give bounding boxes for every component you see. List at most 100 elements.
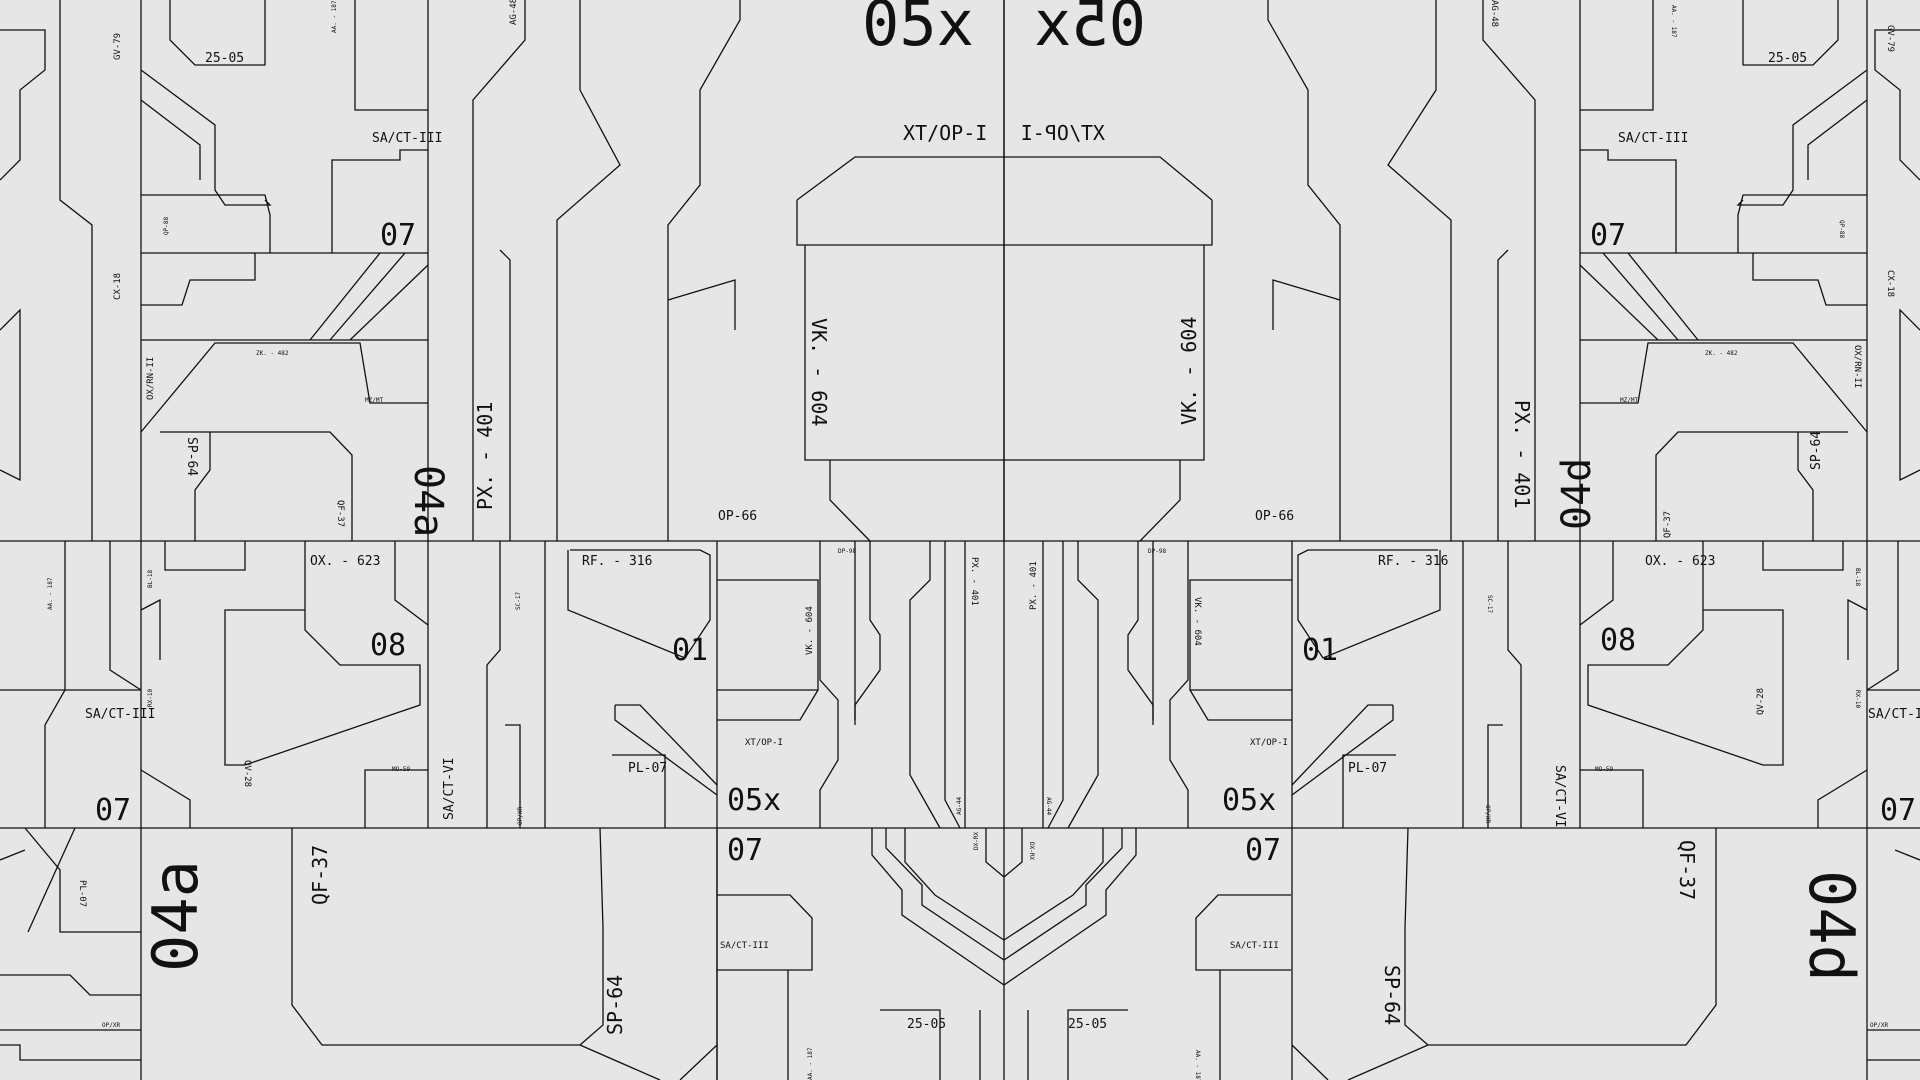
label-oxrn-right: OX/RN-II [1852,345,1862,388]
panel-top-left-strip [0,0,93,541]
label-pl07-bottom-left: PL-07 [77,880,87,907]
label-aa187-top-left: AA. - 187 [331,0,338,33]
label-qv28-right: QV-28 [1756,688,1766,715]
label-gv79-right: GV-79 [1885,25,1895,52]
label-sact3-top-left: SA/CT-III [372,131,442,146]
label-qf37-top-left: QF-37 [335,500,345,527]
label-opxr-middle-right: OP/XR [1484,805,1491,823]
label-cx18-left: CX-18 [113,273,123,300]
label-zk482-right: ZK. - 482 [1705,350,1738,357]
label-gv79-left: GV-79 [113,33,123,60]
labels-mirrored: 05x XT/OP-I [1021,0,1146,145]
label-07-top-right: 07 [1590,218,1626,253]
label-05x: 05x [862,0,974,60]
label-bl18-left: BL-18 [147,570,154,588]
label-rx10-left: RX-10 [147,689,154,707]
panel-middle-right [1291,541,1920,828]
label-ag48-left: AG-48 [509,0,519,25]
label-sc17-left: SC-17 [515,592,522,610]
panel-top-col-2 [472,0,741,541]
label-sp64-top-right: SP-64 [1809,431,1824,470]
label-ag44-left: AG-44 [956,797,963,815]
label-rx10-right: RX-10 [1854,690,1861,708]
label-qf37-top-right: QF-37 [1663,511,1673,538]
label-vk604-right: VK. - 604 [1177,317,1201,425]
panel-middle-left [0,541,718,828]
label-01-left: 01 [672,633,708,668]
label-px401-middle-right: PX. - 401 [1029,561,1039,610]
label-op66: OP-66 [718,509,757,524]
label-07-bottom-left: 07 [727,833,763,868]
label-opxr-middle-left: OP/XR [517,807,524,825]
label-vk604-middle-right: VK. - 604 [1192,597,1202,646]
labels-normal: 05x XT/OP-I OP-66 07 25-05 SA/CT-III MZ/… [85,0,1920,1032]
label-sp64-top-left: SP-64 [184,437,199,476]
label-07-middle-left: 07 [95,793,131,828]
panel-top-right-b [1579,252,1868,541]
label-08-left: 08 [370,628,406,663]
label-mzmt-right: MZ/MT [1620,397,1638,404]
label-aa187-bottom-right: AA. - 187 [1194,1050,1201,1080]
panel-top-right-strip [1874,29,1920,482]
label-01-right: 01 [1302,633,1338,668]
label-aa187-left: AA. - 187 [47,577,54,610]
label-04d-top-right: 04d [1554,458,1600,530]
label-sp64-bottom-right: SP-64 [1380,965,1404,1025]
label-op66-right: OP-66 [1255,509,1294,524]
label-px401-left: PX. - 401 [473,402,497,510]
panel-bottom-left [0,827,718,1080]
label-2505-top-left: 25-05 [205,51,244,66]
label-rf316-left: RF. - 316 [582,554,652,569]
label-2505-bottom-left: 25-05 [907,1017,946,1032]
label-04a-bottom-left: 04a [139,860,212,972]
label-mo59-right: MO-59 [1595,766,1613,773]
labels-rotated: PX. - 401 PX. - 401 VK. - 604 VK. - 604 … [47,0,1895,1080]
label-opxr-bottom-right: OP/XR [1870,1022,1888,1029]
label-ox623-left: OX. - 623 [310,554,380,569]
label-qp88-left: QP-88 [163,217,170,235]
panel-top-col-4 [1267,0,1536,541]
label-vk604-left: VK. - 604 [807,318,831,426]
label-sact3-bottom-center: SA/CT-III [720,941,769,951]
label-sact3-middle-right: SA/CT-III [1868,707,1920,722]
panel-top-center [796,0,1213,542]
label-rf316-right: RF. - 316 [1378,554,1448,569]
label-zk482-left: ZK. - 482 [256,350,289,357]
label-xtop: XT/OP-I [903,121,987,145]
panel-top-left-a [140,0,428,253]
panel-top-left-b [140,252,429,541]
label-05x-mirrored: 05x [1034,0,1146,60]
label-dxrx-right: DX-RX [1028,842,1035,860]
label-pl07-right: PL-07 [1348,761,1387,776]
label-ag48-right: AG-48 [1489,0,1499,27]
label-sact3-top-right: SA/CT-III [1618,131,1688,146]
label-vk604-middle-left: VK. - 604 [805,606,815,655]
label-mo59-left: MO-59 [392,766,410,773]
label-qv28-left: QV-28 [242,760,252,787]
panel-bottom-center [717,828,1291,1080]
label-sc17-right: SC-17 [1486,595,1493,613]
label-sp64-bottom-left: SP-64 [603,975,627,1035]
label-aa187-bottom-center: AA. - 187 [807,1047,814,1080]
label-07-top-left: 07 [380,218,416,253]
label-oxrn-left: OX/RN-II [146,357,156,400]
label-2505-bottom-right: 25-05 [1068,1017,1107,1032]
label-opxr-bottom-left: OP/XR [102,1022,120,1029]
label-08-right: 08 [1600,623,1636,658]
panel-middle-center [717,541,1292,829]
label-dp98-left: DP-98 [838,548,856,555]
label-pl07-left: PL-07 [628,761,667,776]
label-05x-middle-left: 05x [727,783,781,818]
label-ag44-right: AG-44 [1045,797,1052,815]
label-2505-top-right: 25-05 [1768,51,1807,66]
label-cx18-right: CX-18 [1885,270,1895,297]
label-xtop-mirrored: XT/OP-I [1021,121,1105,145]
label-px401-right: PX. - 401 [1510,400,1534,508]
label-bl18-right: BL-18 [1854,568,1861,586]
label-dxrx-left: DX-RX [973,832,980,850]
label-qp88-right: QP-88 [1838,220,1845,238]
panel-bottom-right [1291,827,1920,1080]
label-xtop-middle-left: XT/OP-I [745,738,783,748]
